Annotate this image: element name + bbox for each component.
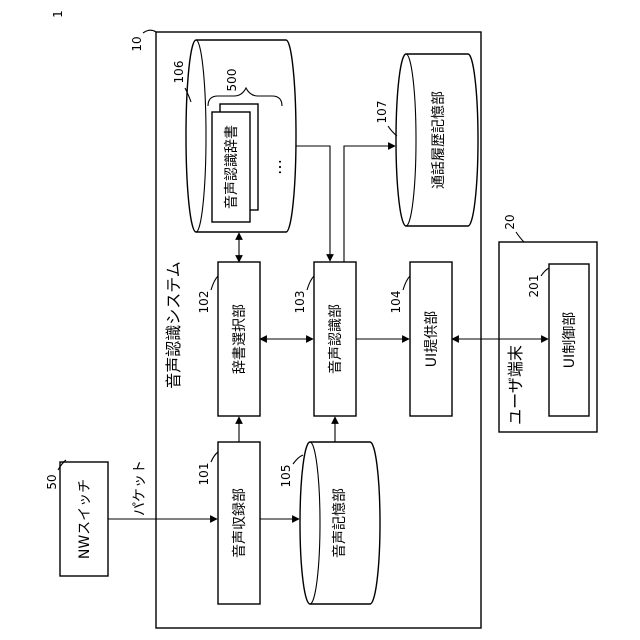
speech-recognition-ref: 103 [293,291,307,314]
ui-provider-ref: 104 [389,291,403,314]
figure-number: 1 [51,10,65,18]
system-ref-leader [143,30,156,33]
dictionary-ref: 500 [225,69,239,92]
user-terminal-label: ユーザ端末 [506,345,525,425]
audio-storage-label: 音声記憶部 [331,488,348,558]
recording-label: 音声収録部 [231,488,248,558]
speech-recognition-label: 音声認識部 [327,304,344,374]
dictionary-select-label: 辞書選択部 [232,304,248,374]
history-storage-label: 通話履歴記憶部 [430,91,447,189]
user-terminal-ref: 20 [503,214,517,229]
ui-provider-label: UI提供部 [424,311,440,367]
recording-ref: 101 [197,463,211,486]
ui-control-ref: 201 [527,275,541,298]
packet-label: パケット [132,460,148,516]
nw-switch-ref: 50 [45,474,59,489]
dictionary-ellipsis: … [266,159,285,175]
system-ref: 10 [130,36,144,51]
system-label: 音声認識システム [164,261,183,389]
user-terminal-ref-leader [516,232,524,242]
ui-control-label: UI制御部 [562,312,578,368]
audio-storage-ref: 105 [279,465,293,488]
dictionary-label: 音声認識辞書 [223,125,240,209]
history-storage-ref: 107 [375,101,389,124]
nw-switch-label: NWスイッチ [77,479,93,559]
dictionary-db-ref: 106 [172,61,186,84]
dictionary-select-ref: 102 [197,291,211,314]
